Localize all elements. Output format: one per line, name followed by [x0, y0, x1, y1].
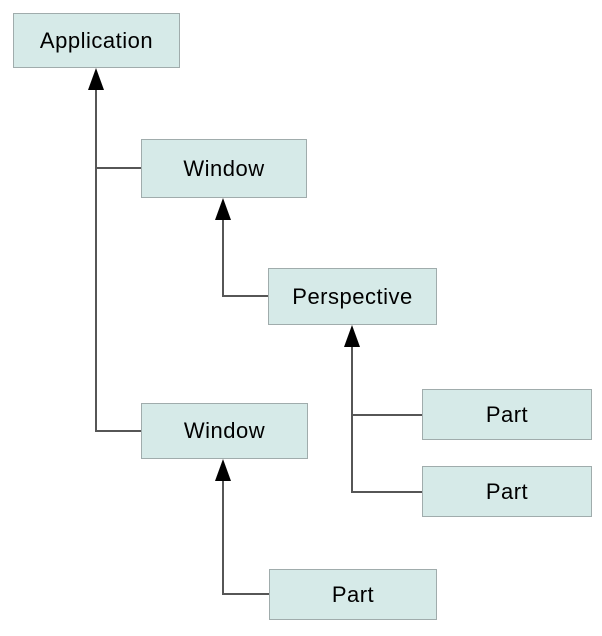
node-label: Application [39, 27, 154, 53]
arrowhead-up-icon [215, 459, 231, 481]
arrowhead-up-icon [215, 198, 231, 220]
node-window-2[interactable]: Window [141, 403, 308, 459]
node-label: Window [183, 418, 266, 443]
node-label: Part [485, 401, 529, 427]
node-part-3[interactable]: Part [269, 569, 437, 620]
arrowhead-up-icon [88, 68, 104, 90]
node-label: Perspective [292, 283, 413, 309]
node-part-1[interactable]: Part [422, 389, 592, 440]
edge-perspective-to-window1 [222, 218, 268, 297]
arrowhead-up-icon [344, 325, 360, 347]
node-perspective[interactable]: Perspective [268, 268, 437, 325]
node-label: Part [331, 581, 375, 607]
node-application[interactable]: Application [13, 13, 180, 68]
node-label: Part [485, 478, 529, 504]
node-part-2[interactable]: Part [422, 466, 592, 517]
edge-windows-to-application [95, 88, 141, 432]
node-label: Window [183, 155, 265, 181]
edge-part3-to-window2 [222, 479, 269, 595]
node-window-1[interactable]: Window [141, 139, 307, 198]
edge-parts-to-perspective [351, 345, 422, 493]
